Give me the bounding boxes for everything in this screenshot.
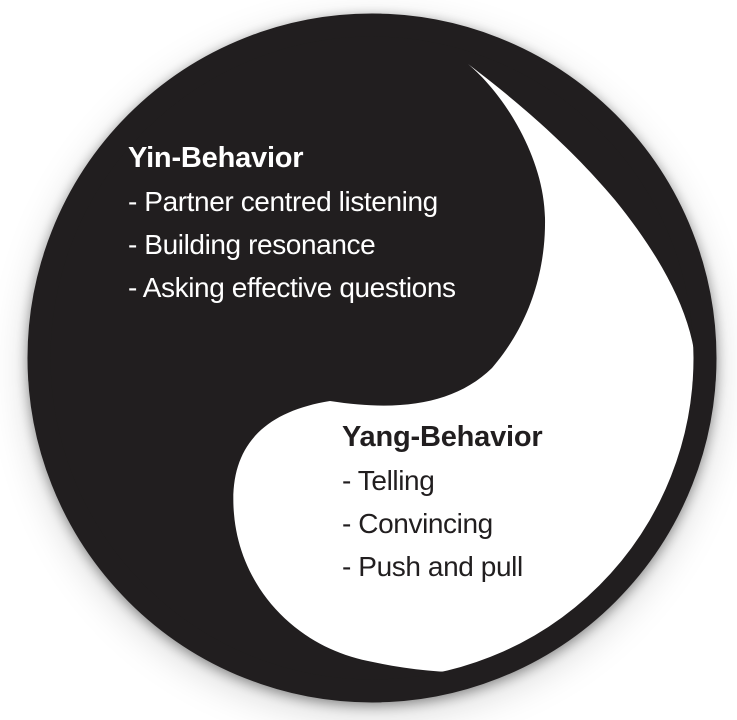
yin-heading: Yin-Behavior [128, 142, 304, 174]
outer-ring-icon [27, 13, 717, 703]
yin-label-block: Yin-Behavior - Partner centred listening… [128, 137, 456, 309]
yang-item: - Convincing [342, 508, 493, 539]
yin-item: - Asking effective questions [128, 272, 456, 303]
yang-heading: Yang-Behavior [342, 421, 543, 453]
yang-item: - Push and pull [342, 551, 523, 582]
yin-item: - Partner centred listening [128, 186, 438, 217]
yin-item: - Building resonance [128, 229, 376, 260]
yang-item: - Telling [342, 465, 435, 496]
yang-label-block: Yang-Behavior - Telling - Convincing - P… [342, 416, 543, 588]
yang-region [233, 64, 694, 673]
